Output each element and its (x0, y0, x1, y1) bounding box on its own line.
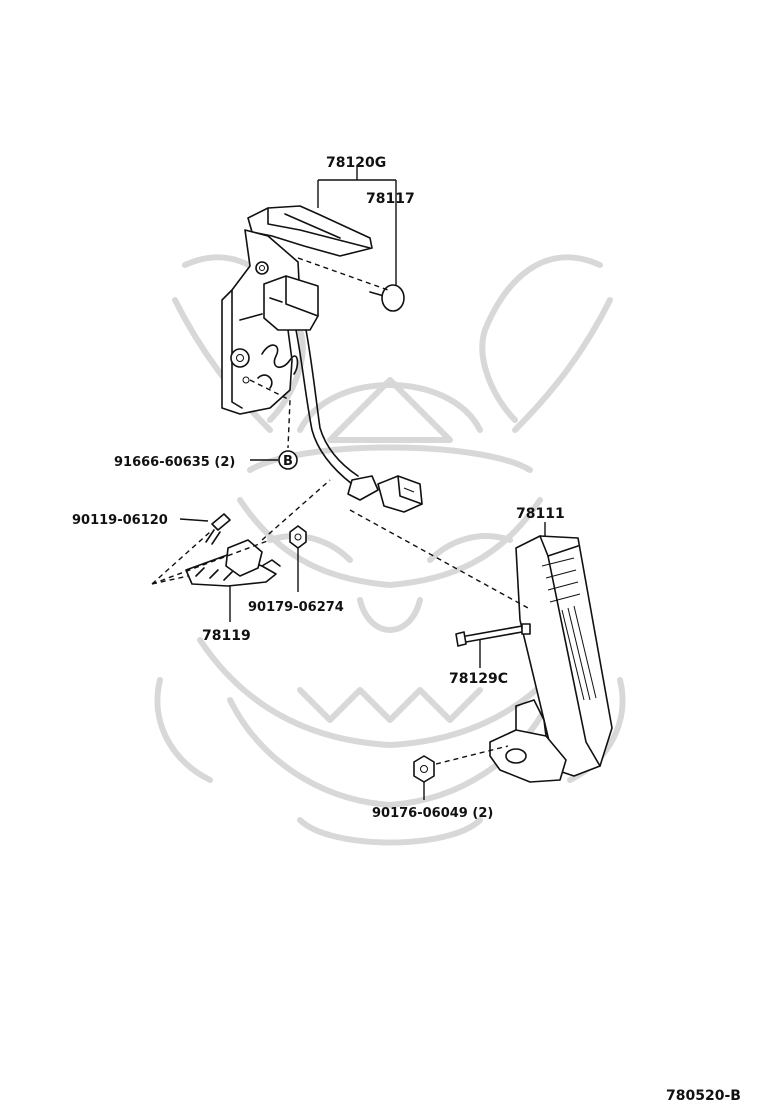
label-78111: 78111 (516, 506, 565, 522)
label-90179-06274: 90179-06274 (248, 600, 344, 615)
stopper-knob (369, 284, 405, 312)
label-78119: 78119 (202, 628, 251, 644)
bolt-90119 (205, 513, 231, 545)
figure-code: 780520-B (666, 1088, 741, 1104)
leader-78120G (317, 166, 397, 286)
label-78120G: 78120G (326, 155, 386, 171)
nut-90179 (289, 525, 307, 549)
leader-dashed-78119-a (151, 575, 189, 585)
leader-dashed-90176 (435, 745, 509, 765)
label-90176-06049: 90176-06049 (2) (372, 806, 493, 821)
pedal-bracket-assembly (221, 205, 423, 513)
label-78129C: 78129C (449, 671, 508, 687)
ref-b-letter: B (283, 454, 293, 469)
pedal-arm-78111 (489, 535, 613, 783)
ref-b-circle (278, 450, 298, 470)
label-91666-60635: 91666-60635 (2) (114, 455, 235, 470)
label-90119-06120: 90119-06120 (72, 513, 168, 528)
leader-90119 (179, 518, 209, 522)
leader-dashed-clip (249, 379, 291, 449)
label-78117: 78117 (366, 191, 415, 207)
leader-dashed-78119-b (151, 531, 271, 585)
nut-90176 (413, 755, 435, 783)
sensor-78119 (185, 539, 281, 587)
leader-dashed-78117 (297, 257, 389, 291)
leader-dashed-connector (349, 509, 529, 609)
leader-dashed-78119-c (261, 479, 331, 541)
bolt-78129C (455, 623, 531, 647)
